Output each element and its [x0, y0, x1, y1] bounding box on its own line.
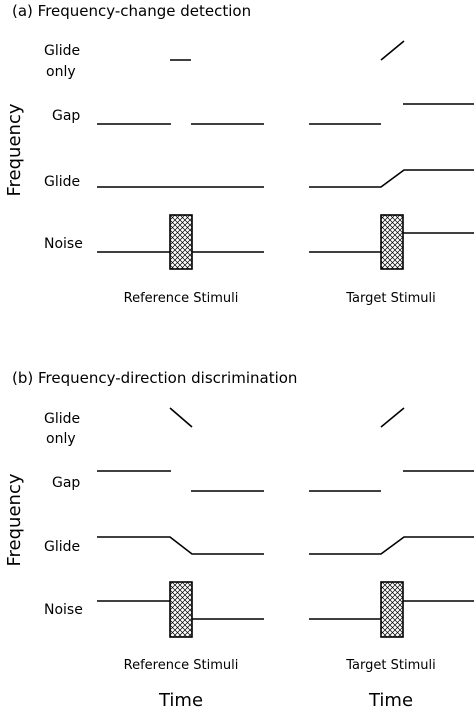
panel-b-y-axis-label: Frequency — [4, 473, 25, 566]
panel-b-label-gap: Gap — [52, 475, 80, 491]
noise-burst — [169, 214, 193, 270]
glide-only-falling — [169, 407, 193, 428]
panel-b-target-stimuli — [309, 407, 474, 638]
panel-b-label-glide: Glide — [44, 539, 80, 555]
panel-a-label-glide-only-1: Glide — [44, 43, 80, 59]
noise-burst — [380, 214, 404, 270]
panel-b-label-glide-only-2: only — [46, 431, 76, 447]
noise-burst — [380, 581, 404, 638]
panel-a-target-stimuli — [309, 40, 474, 270]
glide-only-rising — [380, 40, 405, 61]
panel-a: (a) Frequency-change detection Frequency… — [4, 2, 474, 306]
x-axis-label-reference: Time — [158, 690, 203, 711]
glide-rising-tone — [309, 169, 474, 188]
glide-rising-tone — [309, 536, 474, 555]
x-axis-label-target: Time — [368, 690, 413, 711]
glide-only-rising — [380, 407, 405, 428]
glide-falling-tone — [97, 536, 264, 555]
panel-b: (b) Frequency-direction discrimination F… — [4, 369, 474, 673]
panel-b-label-glide-only-1: Glide — [44, 411, 80, 427]
panel-a-title: (a) Frequency-change detection — [12, 2, 251, 20]
panel-a-y-axis-label: Frequency — [4, 103, 25, 196]
panel-b-target-label: Target Stimuli — [345, 658, 435, 673]
panel-a-target-label: Target Stimuli — [345, 291, 435, 306]
panel-a-label-noise: Noise — [44, 236, 83, 252]
panel-a-reference-label: Reference Stimuli — [124, 291, 239, 306]
panel-a-label-gap: Gap — [52, 108, 80, 124]
panel-b-title: (b) Frequency-direction discrimination — [12, 369, 297, 387]
noise-burst — [169, 581, 193, 638]
panel-a-label-glide-only-2: only — [46, 64, 76, 80]
panel-a-label-glide: Glide — [44, 174, 80, 190]
panel-b-reference-label: Reference Stimuli — [124, 658, 239, 673]
panel-b-label-noise: Noise — [44, 602, 83, 618]
panel-b-reference-stimuli — [97, 407, 264, 638]
panel-a-reference-stimuli — [97, 59, 264, 270]
